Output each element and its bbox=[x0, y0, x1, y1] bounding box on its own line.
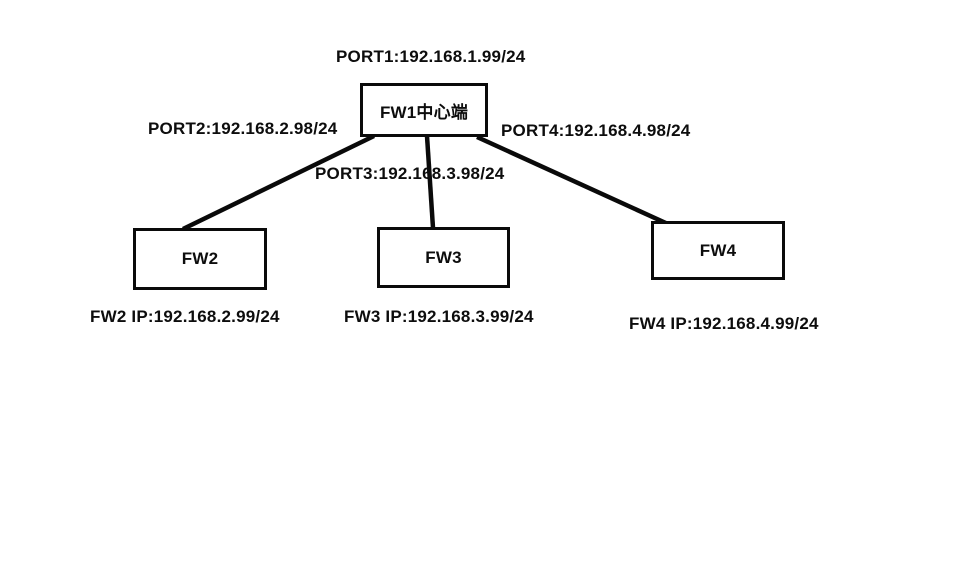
link-fw1-fw3 bbox=[424, 135, 436, 229]
link-fw1-fw2 bbox=[182, 133, 375, 232]
fw4-ip-label: FW4 IP:192.168.4.99/24 bbox=[629, 314, 819, 333]
node-fw4-label: FW4 bbox=[699, 240, 737, 260]
port2-label: PORT2:192.168.2.98/24 bbox=[148, 119, 338, 138]
node-fw2: FW2 bbox=[133, 228, 267, 290]
link-fw1-fw4 bbox=[476, 134, 669, 227]
fw3-ip-label: FW3 IP:192.168.3.99/24 bbox=[344, 307, 534, 326]
node-fw1-central: FW1中心端 bbox=[360, 83, 488, 137]
node-fw4: FW4 bbox=[651, 221, 785, 280]
port1-label: PORT1:192.168.1.99/24 bbox=[336, 47, 526, 66]
fw2-ip-label: FW2 IP:192.168.2.99/24 bbox=[90, 307, 280, 326]
node-fw3: FW3 bbox=[377, 227, 510, 288]
node-fw1-label: FW1中心端 bbox=[379, 102, 469, 122]
node-fw2-label: FW2 bbox=[181, 249, 219, 268]
port4-label: PORT4:192.168.4.98/24 bbox=[501, 121, 691, 140]
node-fw3-label: FW3 bbox=[425, 247, 462, 267]
port3-label: PORT3:192.168.3.98/24 bbox=[315, 164, 505, 183]
